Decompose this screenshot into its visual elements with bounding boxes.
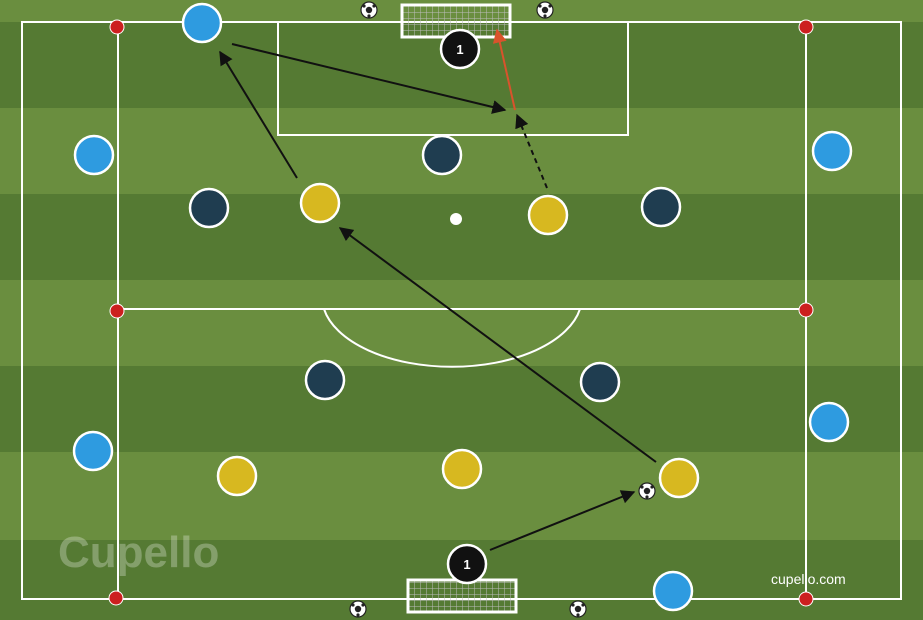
- navy-team: [188, 134, 682, 403]
- goalkeeper-top: 1: [439, 28, 481, 70]
- center-spot: [450, 213, 462, 225]
- cones: [108, 19, 814, 607]
- run-arrow-dashed: [515, 113, 548, 189]
- goalkeeper-number: 1: [456, 42, 463, 57]
- navy-player: [640, 186, 682, 228]
- yellow-player: [527, 194, 569, 236]
- neutral-player: [73, 134, 115, 176]
- pass-arrow: [231, 43, 507, 114]
- shot-arrow: [492, 28, 516, 111]
- pass-arrow: [219, 50, 298, 179]
- cone: [109, 303, 125, 319]
- cone: [798, 591, 814, 607]
- navy-player: [304, 359, 346, 401]
- center-circle-arc: [323, 308, 581, 368]
- yellow-team: [216, 182, 700, 499]
- yellow-player: [658, 457, 700, 499]
- goalkeepers: 1 1: [439, 28, 488, 585]
- yellow-player: [216, 455, 258, 497]
- goalkeeper-number: 1: [463, 557, 470, 572]
- yellow-player: [299, 182, 341, 224]
- ball-icon: [638, 482, 656, 500]
- cone: [108, 590, 124, 606]
- ball-icon: [360, 1, 378, 19]
- bottom-goal: [406, 578, 518, 614]
- ball-icon: [569, 600, 587, 618]
- arrows: [219, 28, 657, 551]
- cone: [109, 19, 125, 35]
- cone: [798, 302, 814, 318]
- goalkeeper-bottom: 1: [446, 543, 488, 585]
- navy-player: [188, 187, 230, 229]
- neutral-player: [181, 2, 223, 44]
- navy-player: [421, 134, 463, 176]
- neutral-player: [811, 130, 853, 172]
- ball-icon: [536, 1, 554, 19]
- pass-arrow: [338, 227, 657, 463]
- neutral-player: [72, 430, 114, 472]
- site-label: cupello.com: [771, 571, 846, 587]
- navy-player: [579, 361, 621, 403]
- ball-icon: [349, 600, 367, 618]
- neutral-player: [652, 570, 694, 612]
- balls: [349, 1, 656, 618]
- cone: [798, 19, 814, 35]
- pass-arrow: [489, 490, 636, 551]
- neutral-team: [72, 2, 853, 612]
- brand-watermark: Cupello: [58, 528, 220, 577]
- neutral-player: [808, 401, 850, 443]
- yellow-player: [441, 448, 483, 490]
